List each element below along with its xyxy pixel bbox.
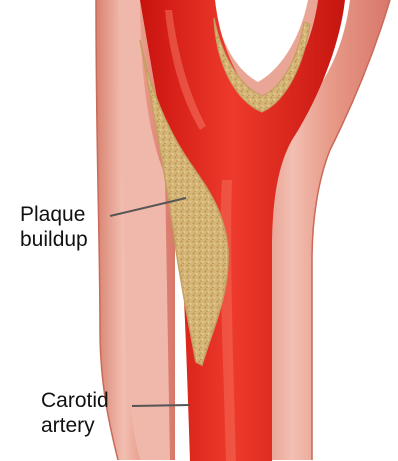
carotid-label-line2: artery (41, 413, 109, 438)
carotid-artery-label: Carotid artery (41, 388, 109, 438)
plaque-buildup-label: Plaque buildup (20, 202, 88, 252)
carotid-leader-line (132, 405, 190, 406)
plaque-label-line2: buildup (20, 227, 88, 252)
carotid-label-line1: Carotid (41, 388, 109, 413)
plaque-label-line1: Plaque (20, 202, 88, 227)
